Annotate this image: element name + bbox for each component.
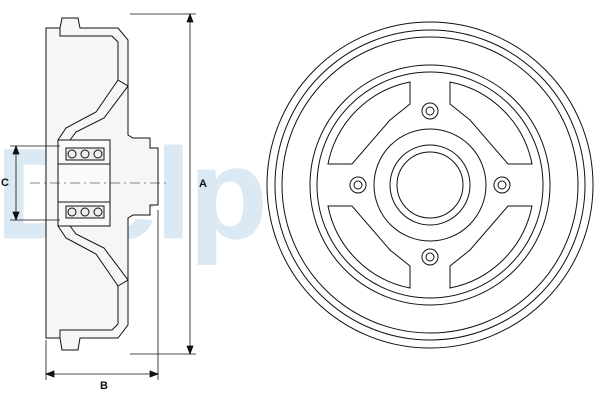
dim-c-label: C [1, 177, 9, 189]
spoke-window-top-left [327, 81, 411, 165]
stud-hole-right-inner [497, 180, 507, 190]
hub-bore [396, 151, 464, 219]
spoke-window-top-right [449, 81, 533, 165]
stud-hole-bottom-inner [425, 252, 435, 262]
stud-hole-top-inner [425, 106, 435, 116]
stud-hole-bottom [421, 248, 439, 266]
dimension-c [10, 144, 60, 222]
hub-outer [389, 144, 471, 226]
drum-rim-2 [274, 29, 586, 341]
stud-hole-right [493, 176, 511, 194]
bearing-lower [65, 205, 105, 219]
ball-3 [93, 149, 103, 159]
web-lower-2 [69, 225, 129, 281]
web-lower [57, 225, 119, 287]
spoke-window-bottom-right [449, 205, 533, 289]
drum-outer-rim [266, 21, 594, 349]
drum-rim-5 [316, 71, 544, 299]
dimension-a [130, 12, 196, 356]
bearing-upper [65, 147, 105, 161]
dim-b-arrow-right [149, 370, 160, 378]
inner-step-bottom [59, 279, 129, 338]
front-view [266, 21, 594, 349]
dim-a-arrow-top [186, 12, 194, 23]
dim-a-arrow-bottom [186, 345, 194, 356]
ball-2 [80, 149, 90, 159]
inner-step-top [59, 28, 129, 87]
ball-4 [67, 207, 77, 217]
drum-rim-4 [309, 64, 551, 306]
dim-b-label: B [100, 380, 108, 392]
ball-5 [80, 207, 90, 217]
side-section-view [30, 17, 170, 351]
ball-1 [67, 149, 77, 159]
spoke-window-bottom-left [327, 205, 411, 289]
dimension-b [44, 210, 160, 380]
dim-a-label: A [199, 178, 207, 190]
stud-hole-top [421, 102, 439, 120]
drum-rim-3 [281, 36, 579, 334]
web-upper-2 [69, 85, 129, 141]
dim-c-arrow-bottom [12, 211, 20, 222]
stud-hole-left-inner [353, 180, 363, 190]
dim-b-arrow-left [44, 370, 55, 378]
dim-c-arrow-top [12, 144, 20, 155]
ball-6 [93, 207, 103, 217]
stud-hole-left [349, 176, 367, 194]
hub-flange [373, 128, 487, 242]
web-upper [57, 79, 119, 141]
